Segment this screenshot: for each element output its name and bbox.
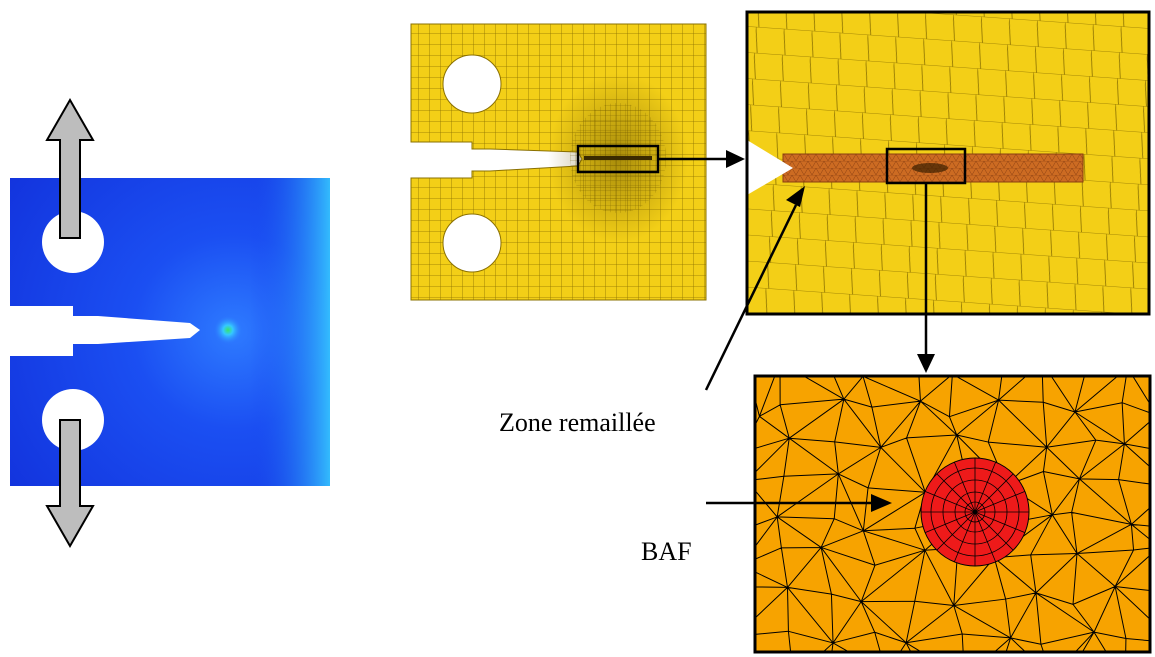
stress-field-specimen xyxy=(10,178,330,486)
baf-pointer-head xyxy=(871,494,892,512)
meshed-specimen xyxy=(410,23,707,301)
zoom-arrowhead-right xyxy=(726,150,745,168)
baf-spokes xyxy=(921,458,1029,566)
zoom-arrowhead-down xyxy=(917,354,935,373)
baf-label: BAF xyxy=(641,537,692,566)
baf-detail-panel xyxy=(753,374,1152,654)
upper-pin-hole xyxy=(42,211,104,273)
remeshed-zone-pointer-head xyxy=(786,186,805,207)
remeshed-zone-label: Zone remaillée xyxy=(499,408,656,437)
crack-tip-stress-hotspot xyxy=(214,316,242,344)
up-arrow-icon xyxy=(45,97,95,239)
remeshed-zone-zoom-panel xyxy=(745,10,1151,316)
baf-ring xyxy=(954,491,996,533)
down-arrow-icon xyxy=(45,419,95,549)
baf-ring xyxy=(964,501,986,523)
baf-ring xyxy=(930,467,1020,557)
baf-ring xyxy=(942,479,1008,545)
